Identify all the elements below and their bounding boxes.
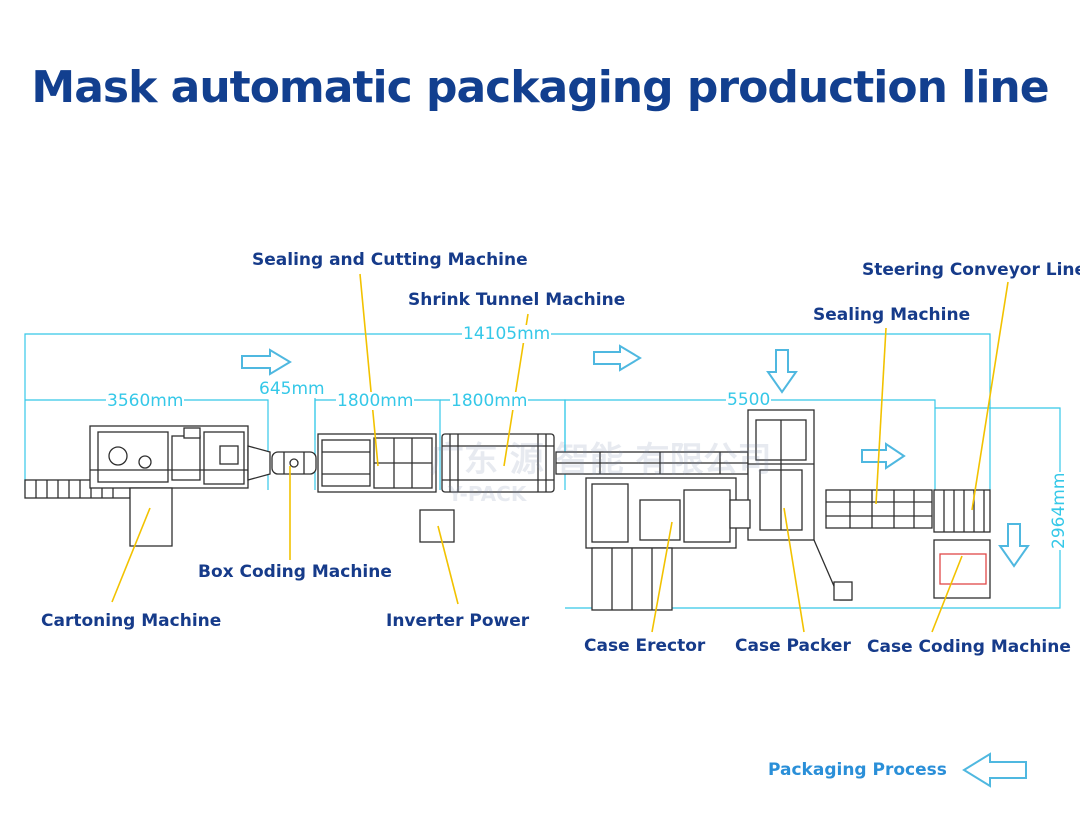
dimension-height: 2964mm — [1049, 471, 1069, 550]
dimension-1800-b: 1800mm — [450, 391, 529, 411]
label-case-packer: Case Packer — [735, 636, 851, 656]
label-box-coding: Box Coding Machine — [198, 562, 392, 582]
legend-label: Packaging Process — [768, 760, 947, 780]
label-case-erector: Case Erector — [584, 636, 706, 656]
label-inverter-power: Inverter Power — [386, 611, 530, 631]
page-title: Mask automatic packaging production line — [31, 62, 1049, 113]
label-sealing-cutting: Sealing and Cutting Machine — [252, 250, 528, 270]
arrow-right-1 — [241, 348, 292, 376]
legend-arrow-icon — [962, 752, 1027, 788]
cartoning-machine — [89, 425, 249, 547]
dimension-1800-a: 1800mm — [336, 391, 415, 411]
dimension-5500: 5500 — [726, 390, 772, 410]
sealing-machine — [825, 489, 933, 529]
case-erector — [585, 477, 737, 611]
label-shrink-tunnel: Shrink Tunnel Machine — [408, 290, 626, 310]
inverter-power-box — [419, 509, 455, 543]
flow-arrows — [241, 344, 1030, 568]
arrow-right-2 — [593, 344, 642, 372]
label-steering-conveyor: Steering Conveyor Line — [862, 260, 1080, 280]
arrow-down-1 — [766, 349, 798, 394]
sealing-cutting-machine — [317, 433, 437, 493]
arrow-right-3 — [861, 442, 906, 470]
box-coding-machine — [247, 445, 317, 481]
label-case-coding: Case Coding Machine — [867, 637, 1071, 657]
arrow-down-2 — [998, 523, 1030, 568]
leader-lines — [111, 273, 1009, 633]
dimension-3560: 3560mm — [106, 391, 185, 411]
label-cartoning: Cartoning Machine — [41, 611, 222, 631]
watermark-cn: 广东 源 智能 有限公司 — [430, 440, 772, 480]
dimension-645: 645mm — [258, 379, 326, 399]
watermark-en: Y-PACK — [448, 482, 527, 506]
dimension-total: 14105mm — [462, 324, 552, 344]
steering-conveyor-line — [933, 489, 991, 533]
label-sealing-machine: Sealing Machine — [813, 305, 971, 325]
case-packer — [729, 409, 853, 601]
shrink-tunnel-machine — [441, 433, 555, 493]
case-coding-machine — [933, 539, 991, 599]
machine-drawings — [24, 409, 991, 611]
